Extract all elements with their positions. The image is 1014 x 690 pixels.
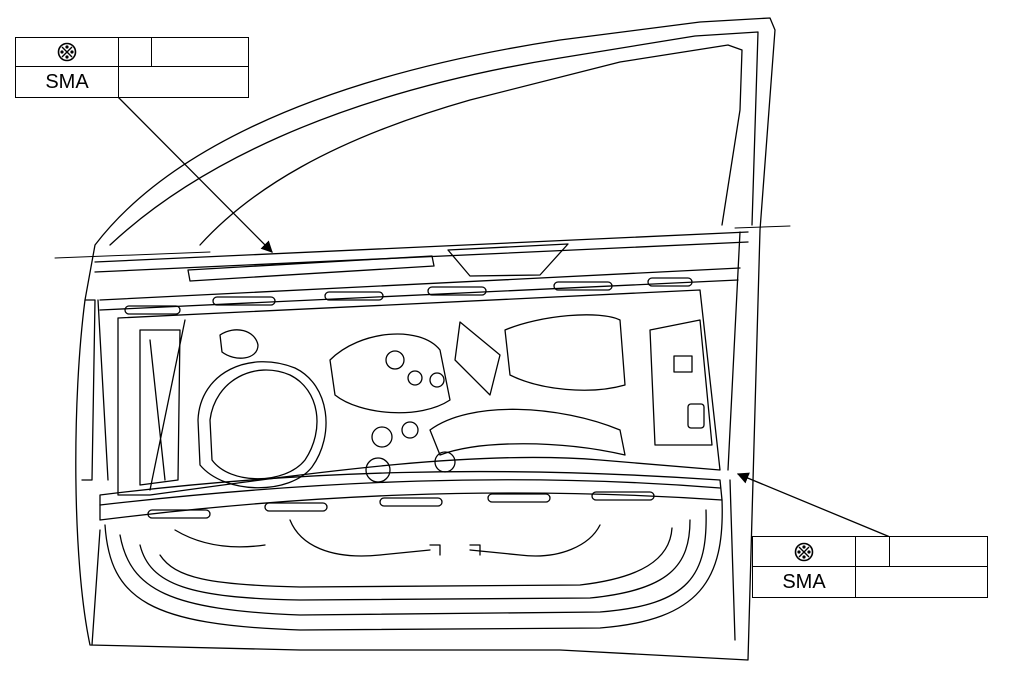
beltline-triangle	[447, 243, 569, 277]
callout-symbol-cell	[753, 537, 856, 567]
callout-table-bottom: SMA	[752, 536, 988, 598]
inner-panel-opening	[117, 289, 721, 496]
callout-blank-cell	[890, 537, 987, 567]
callout-qty-cell	[119, 38, 152, 67]
spot-weld-symbol-icon	[794, 542, 814, 561]
window-frame	[109, 31, 759, 246]
callout-blank-cell	[152, 38, 248, 67]
window-opening	[199, 44, 743, 246]
spot-weld-symbol-icon	[57, 42, 77, 62]
callout-symbol-cell	[16, 38, 119, 67]
center-line-left	[54, 251, 211, 259]
leader-line-bottom	[736, 472, 891, 538]
callout-qty-cell	[856, 537, 890, 567]
lower-slots	[147, 491, 655, 519]
leader-line-top	[117, 96, 273, 253]
hinge-pillar	[81, 299, 109, 646]
upper-slots	[124, 277, 693, 315]
speaker-opening	[209, 369, 318, 480]
regulator-opening	[504, 314, 626, 391]
center-line-right	[734, 225, 791, 229]
lower-contours	[104, 499, 723, 631]
door-outer-outline	[75, 17, 776, 661]
beltline-slot	[187, 255, 435, 282]
beltline-rail	[94, 231, 749, 311]
callout-process-label: SMA	[16, 67, 119, 97]
callout-process-label: SMA	[753, 567, 856, 597]
inner-features	[139, 319, 713, 491]
lock-pillar	[727, 231, 741, 641]
callout-table-top: SMA	[15, 37, 249, 98]
callout-value-cell	[856, 567, 987, 597]
callout-value-cell	[119, 67, 248, 97]
